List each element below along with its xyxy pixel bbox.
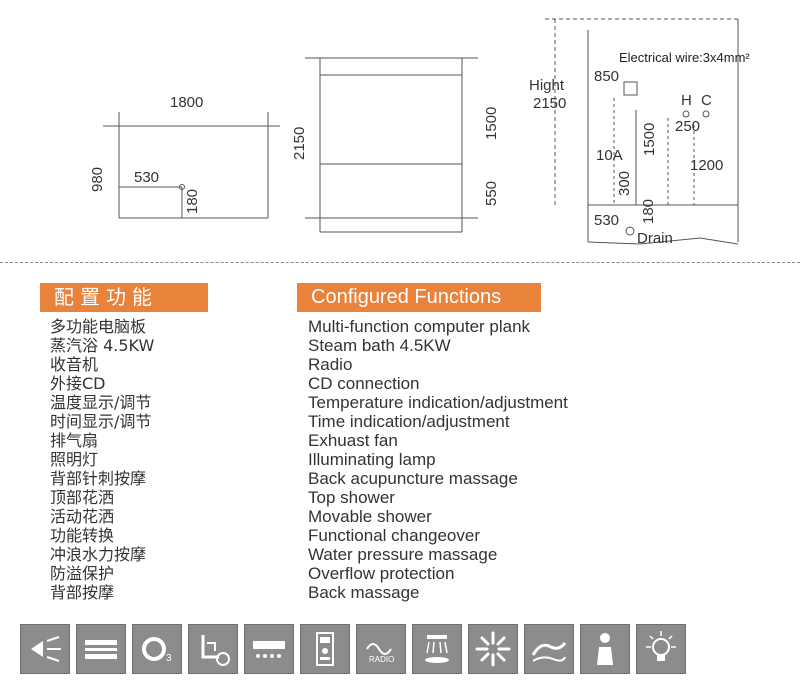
- lamp-icon: [636, 624, 686, 674]
- front-upper: 1500: [483, 107, 500, 140]
- list-item: Time indication/adjustment: [308, 412, 510, 431]
- list-item: 活动花洒: [50, 507, 115, 526]
- computer-panel-icon: [76, 624, 126, 674]
- drain-label: Drain: [637, 230, 673, 247]
- breaker-label: 10A: [596, 147, 623, 164]
- box-850-label: 850: [594, 68, 619, 85]
- list-item: Functional changeover: [308, 526, 481, 545]
- ozone-icon: 3: [132, 624, 182, 674]
- side-view: [545, 18, 740, 245]
- drain-530-label: 530: [594, 212, 619, 229]
- functions-title-en: Configured Functions: [297, 283, 541, 312]
- list-item: 背部针刺按摩: [50, 469, 147, 488]
- list-item: 背部按摩: [50, 583, 115, 602]
- seat-massage-icon: [188, 624, 238, 674]
- fan-icon: [20, 624, 70, 674]
- front-view: [305, 57, 478, 233]
- pipe-1500-label: 1500: [641, 123, 658, 156]
- ozone-subscript: 3: [166, 653, 172, 664]
- jets-panel-icon: [244, 624, 294, 674]
- height-label: Hight: [529, 77, 565, 94]
- list-item: 多功能电脑板: [50, 317, 147, 336]
- wave-icon: [524, 624, 574, 674]
- list-item: 功能转换: [50, 526, 115, 545]
- height-value: 2150: [533, 95, 566, 112]
- list-item: 时间显示/调节: [50, 412, 152, 431]
- top-shower-icon: [412, 624, 462, 674]
- plan-depth: 980: [89, 167, 106, 192]
- plan-seat-depth: 180: [184, 189, 201, 214]
- control-panel-icon: [300, 624, 350, 674]
- sun-icon: [468, 624, 518, 674]
- list-item: Top shower: [308, 488, 395, 507]
- list-item: Radio: [308, 355, 353, 374]
- section-divider: [0, 262, 800, 263]
- list-item: 防溢保护: [50, 564, 115, 583]
- feature-icons-row: 3 RADIO: [20, 624, 686, 674]
- plan-width: 1800: [170, 94, 203, 111]
- front-height: 2150: [291, 127, 308, 160]
- radio-icon-label: RADIO: [369, 655, 394, 664]
- list-item: 温度显示/调节: [50, 393, 152, 412]
- list-item: 外接CD: [50, 374, 106, 393]
- list-item: 收音机: [50, 355, 99, 374]
- list-item: 照明灯: [50, 450, 99, 469]
- functions-title-cn: 配置功能: [40, 283, 208, 312]
- plan-view: [103, 112, 280, 219]
- electrical-wire-label: Electrical wire:3x4mm²: [619, 50, 750, 65]
- drain-180-label: 180: [640, 199, 657, 224]
- list-item: 蒸汽浴 4.5KW: [50, 336, 155, 355]
- list-item: Illuminating lamp: [308, 450, 436, 469]
- list-item: Temperature indication/adjustment: [308, 393, 568, 412]
- list-item: Back massage: [308, 583, 420, 602]
- hot-label: H: [681, 92, 692, 109]
- list-item: Exhuast fan: [308, 431, 398, 450]
- height-1200-label: 1200: [690, 157, 723, 174]
- list-item: Back acupuncture massage: [308, 469, 518, 488]
- hc-spacing-label: 250: [675, 118, 700, 135]
- height-300-label: 300: [616, 171, 633, 196]
- plan-seat-width: 530: [134, 169, 159, 186]
- list-item: Water pressure massage: [308, 545, 498, 564]
- person-icon: [580, 624, 630, 674]
- front-lower: 550: [483, 181, 500, 206]
- functions-list-cn: 多功能电脑板 蒸汽浴 4.5KW 收音机 外接CD 温度显示/调节 时间显示/调…: [50, 317, 154, 602]
- list-item: 冲浪水力按摩: [50, 545, 147, 564]
- list-item: CD connection: [308, 374, 420, 393]
- list-item: 排气扇: [50, 431, 99, 450]
- list-item: 顶部花洒: [50, 488, 115, 507]
- list-item: Steam bath 4.5KW: [308, 336, 451, 355]
- list-item: Movable shower: [308, 507, 432, 526]
- cold-label: C: [701, 92, 712, 109]
- technical-drawing: 1800 980 530 180 2150 1500 550 Electrica…: [89, 18, 750, 247]
- list-item: Multi-function computer plank: [308, 317, 531, 336]
- list-item: Overflow protection: [308, 564, 455, 583]
- radio-icon: RADIO: [356, 624, 406, 674]
- functions-list-en: Multi-function computer plank Steam bath…: [308, 317, 568, 602]
